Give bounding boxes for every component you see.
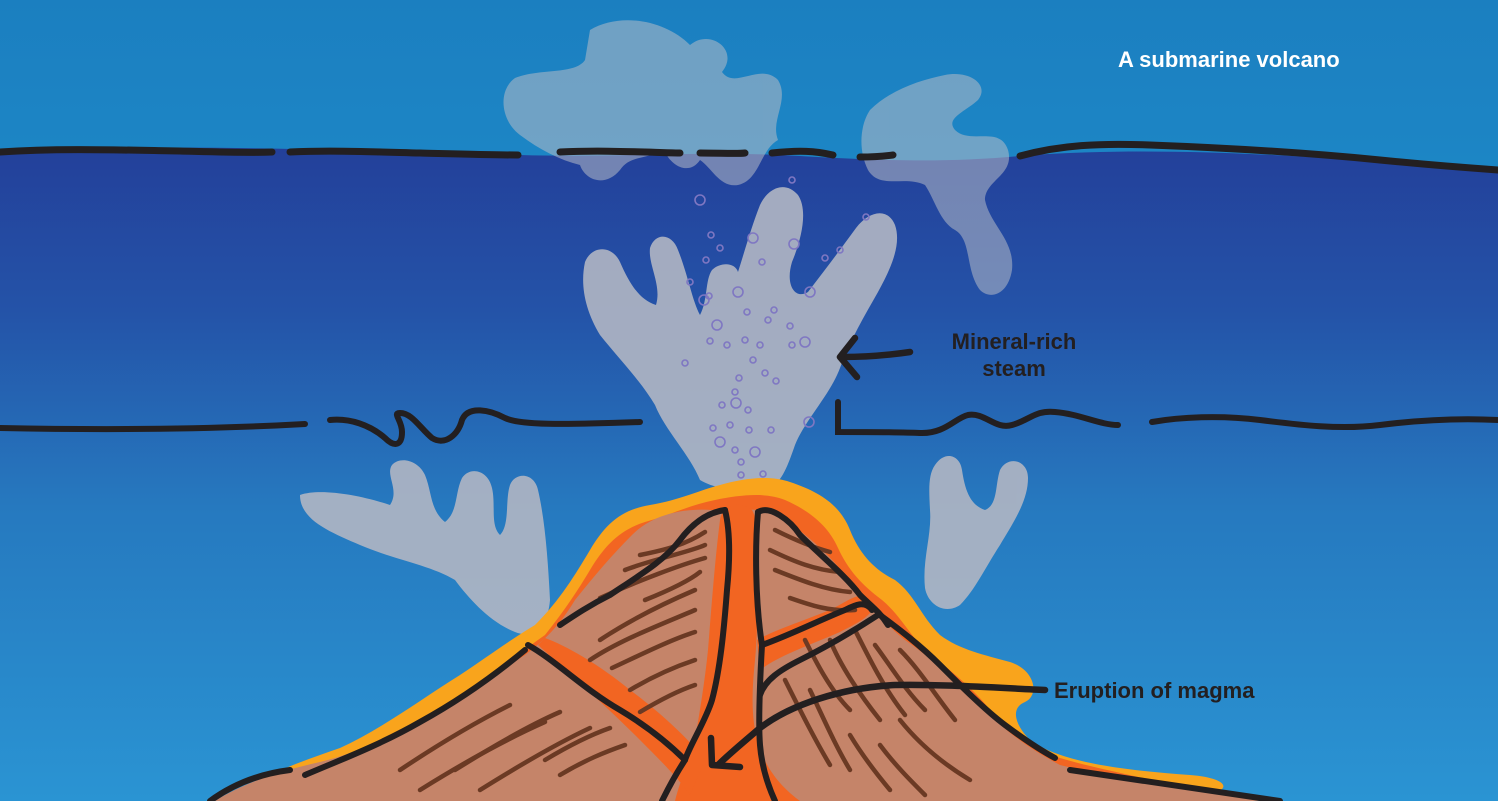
label-steam-line-2: steam [914,355,1114,382]
label-eruption-of-magma: Eruption of magma [1054,677,1254,704]
diagram-title: A submarine volcano [1118,46,1340,73]
label-mineral-rich-steam: Mineral-rich steam [914,328,1114,382]
label-steam-line-1: Mineral-rich [914,328,1114,355]
